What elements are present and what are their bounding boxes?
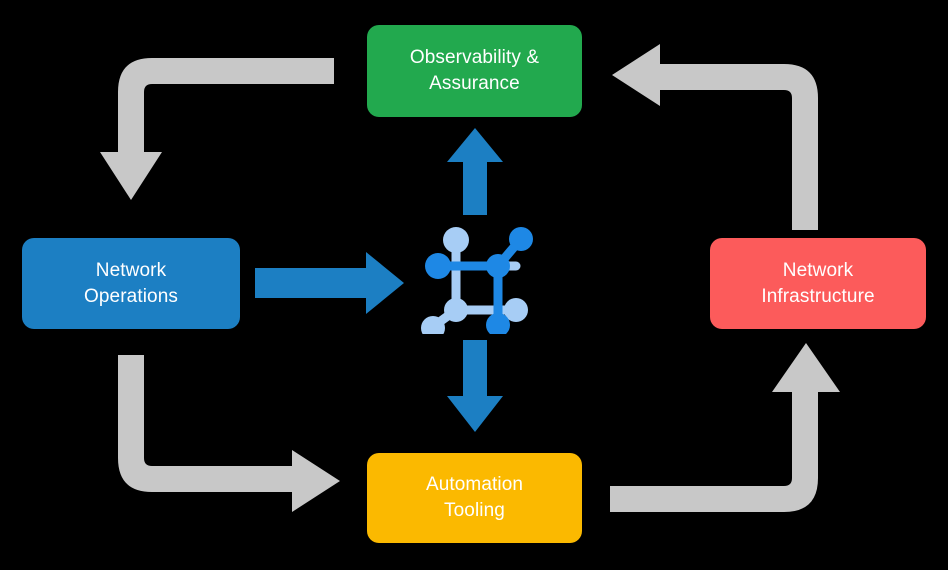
topology-dark-nodes: [425, 227, 533, 334]
topology-light-nodes: [421, 227, 528, 334]
connector-operations-to-automation: [118, 355, 340, 512]
node-automation-tooling[interactable]: Automation Tooling: [367, 453, 582, 543]
node-label: Automation Tooling: [425, 474, 524, 521]
connector-automation-to-infrastructure: [610, 343, 840, 512]
network-topology-icon: [421, 227, 533, 334]
node-label: Observability & Assurance: [409, 47, 540, 94]
node-observability-assurance[interactable]: Observability & Assurance: [367, 25, 582, 117]
connector-hub-to-observability: [447, 128, 503, 215]
node-label: Network Infrastructure: [761, 259, 875, 307]
node-label: Network Operations: [84, 259, 178, 307]
node-network-infrastructure[interactable]: Network Infrastructure: [710, 238, 926, 329]
connector-hub-to-automation: [447, 340, 503, 432]
connector-observability-to-operations: [100, 58, 334, 200]
connector-operations-to-hub: [255, 252, 404, 314]
connector-infrastructure-to-observability: [612, 44, 818, 230]
node-network-operations[interactable]: Network Operations: [22, 238, 240, 329]
